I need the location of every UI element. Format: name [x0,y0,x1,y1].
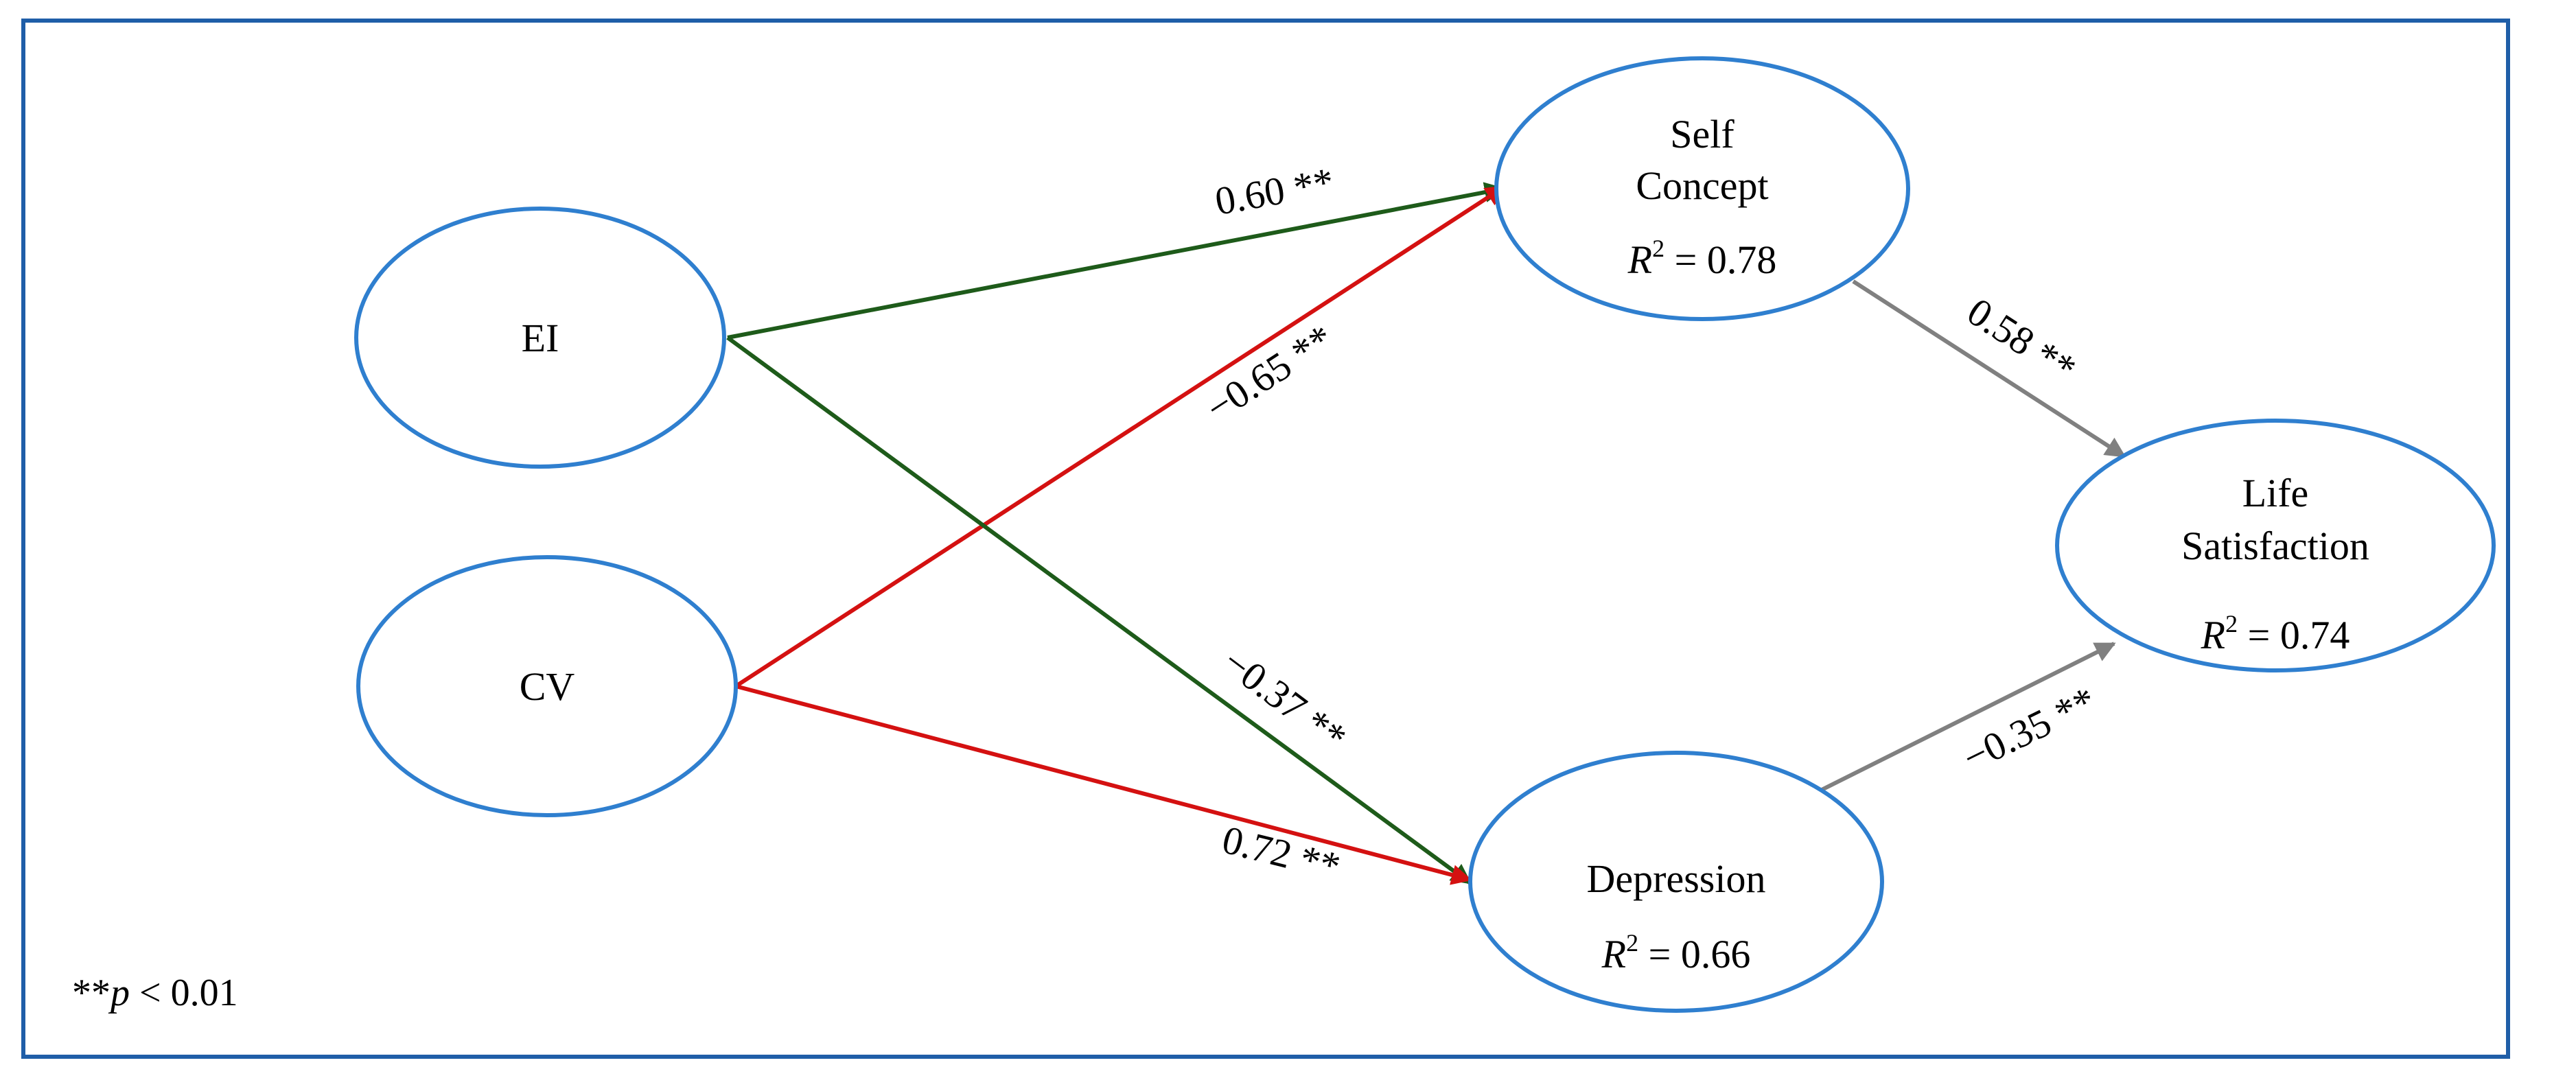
node-depression-label: Depression [1587,856,1766,901]
node-life-satisfaction-r2: R2 = 0.74 [2201,610,2350,657]
significance-note: **p < 0.01 [72,972,238,1014]
path-cv-to-depression [735,684,1472,885]
path-ei-to-depression [726,336,1472,885]
node-cv-label: CV [520,664,575,709]
node-self-concept-label-line1: Self [1670,112,1734,156]
path-cv-to-self-concept [734,185,1507,688]
node-depression [1468,751,1884,1013]
node-depression-r2: R2 = 0.66 [1601,929,1751,976]
node-life-satisfaction [2055,419,2496,672]
node-ei [354,207,726,469]
path-ei-to-self-concept [727,182,1505,340]
node-self-concept-label-line2: Concept [1636,163,1768,208]
node-self-concept [1494,56,1910,321]
node-cv [356,555,738,817]
node-self-concept-r2: R2 = 0.78 [1627,235,1777,282]
node-life-satisfaction-label-line2: Satisfaction [2181,524,2369,568]
node-life-satisfaction-label-line1: Life [2242,471,2309,515]
path-self-concept-to-life-satisfaction [1852,279,2126,458]
node-ei-label: EI [522,316,559,360]
path-depression-to-life-satisfaction [1819,642,2116,793]
